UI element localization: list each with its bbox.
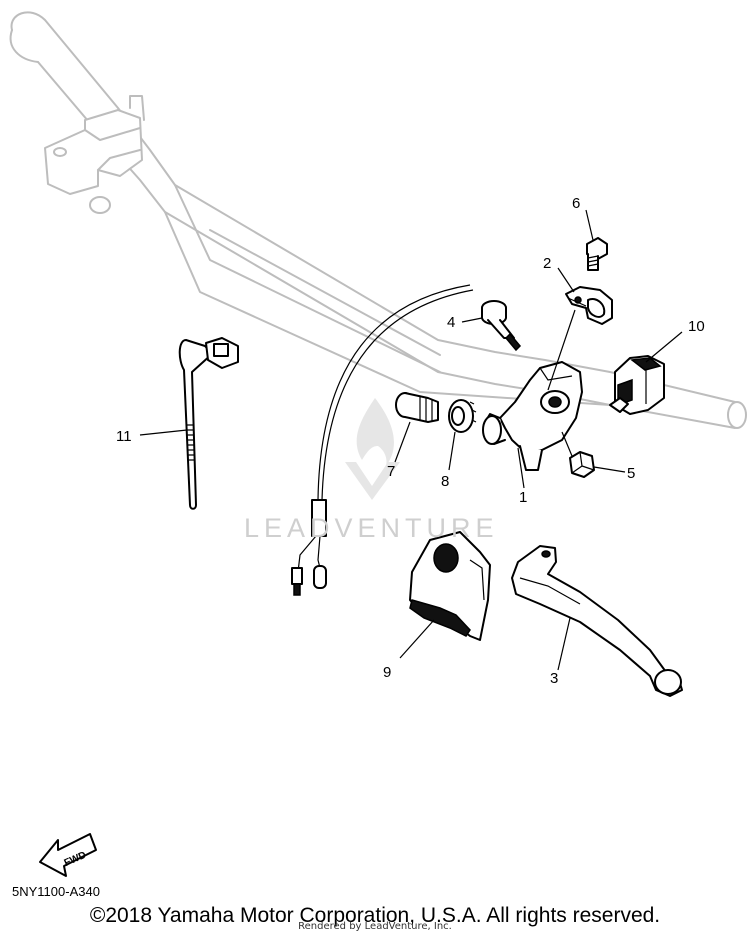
rendered-by: Rendered by LeadVenture, Inc. <box>298 921 452 932</box>
callout-10: 10 <box>688 318 705 335</box>
part-3-lever <box>511 545 683 697</box>
watermark-logo <box>345 398 400 500</box>
part-6-bolt <box>586 237 608 271</box>
callout-6: 6 <box>572 195 580 212</box>
part-8-nut <box>448 399 477 433</box>
callout-7: 7 <box>387 463 395 480</box>
fwd-arrow-icon: FWD <box>39 833 97 877</box>
callout-3: 3 <box>550 670 558 687</box>
part-4-bolt <box>481 300 522 352</box>
callout-9: 9 <box>383 664 391 681</box>
callout-5: 5 <box>627 465 635 482</box>
watermark-text: LEADVENTURE <box>244 513 499 543</box>
part-1-holder <box>482 361 583 471</box>
part-7-adjuster <box>395 392 439 423</box>
part-5-nut <box>569 451 595 478</box>
callouts: 6 2 4 10 11 7 8 1 5 9 3 <box>116 195 705 687</box>
copyright-notice: ©2018 Yamaha Motor Corporation, U.S.A. A… <box>89 904 661 927</box>
part-11-cable-tie <box>178 337 239 510</box>
callout-8: 8 <box>441 473 449 490</box>
callout-2: 2 <box>543 255 551 272</box>
leader-lines <box>139 209 683 671</box>
part-2-clamp <box>565 286 613 325</box>
part-9-cover <box>409 531 491 641</box>
cable-wire <box>291 284 474 596</box>
callout-11: 11 <box>116 428 132 445</box>
part-10-switch <box>609 355 665 415</box>
handlebar-ghost <box>9 11 747 429</box>
diagram-code: 5NY1100-A340 <box>12 884 100 899</box>
callout-1: 1 <box>519 489 527 506</box>
callout-4: 4 <box>447 314 455 331</box>
